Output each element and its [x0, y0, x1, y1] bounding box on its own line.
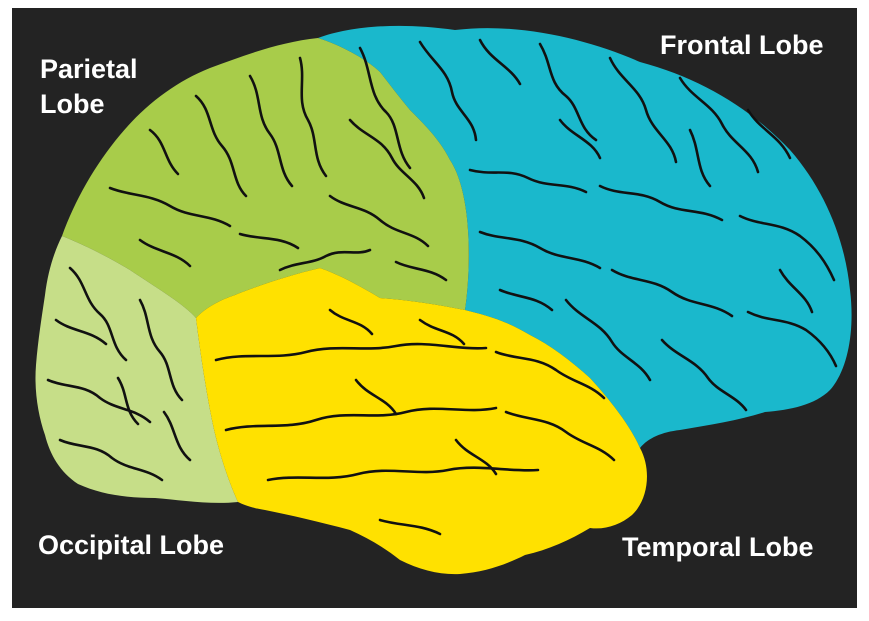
parietal-label-line2: Lobe	[40, 87, 138, 122]
frontal-lobe-label: Frontal Lobe	[660, 28, 824, 63]
temporal-lobe-label: Temporal Lobe	[622, 530, 814, 565]
parietal-label-line1: Parietal	[40, 52, 138, 87]
occipital-lobe-label: Occipital Lobe	[38, 528, 224, 563]
parietal-lobe-label: Parietal Lobe	[40, 52, 138, 122]
